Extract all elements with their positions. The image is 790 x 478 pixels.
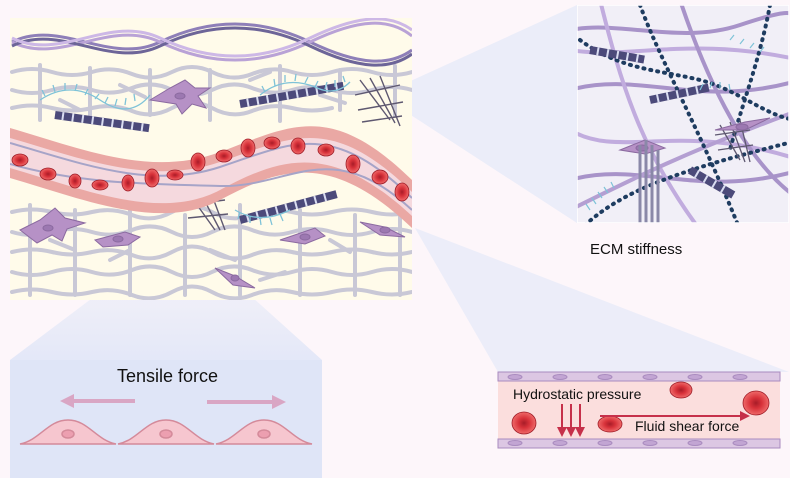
shear-red-blood-cells — [511, 381, 770, 435]
ecm-stiffness-label: ECM stiffness — [590, 241, 683, 258]
hydrostatic-pressure-arrows — [557, 404, 585, 437]
hydrostatic-pressure-label: Hydrostatic pressure — [513, 386, 642, 402]
zoom-striated-fibers — [589, 46, 736, 199]
ecm-mesh — [10, 63, 412, 300]
tensile-arrow-left — [60, 394, 135, 408]
endothelium-top — [497, 371, 781, 382]
stiffness-pillar — [638, 140, 660, 223]
endothelium-bottom — [497, 438, 781, 449]
tensile-force-label: Tensile force — [117, 366, 219, 386]
ecm-callout-projection — [380, 5, 577, 223]
crosslinked-mesh — [184, 75, 404, 231]
shear-arrow — [600, 411, 750, 421]
stretched-cells — [19, 419, 313, 445]
red-blood-cells — [11, 136, 410, 202]
proteoglycans — [39, 73, 351, 226]
ecm-zoom-panel — [577, 5, 789, 223]
tensile-panel — [10, 360, 322, 478]
collagen-helix — [11, 18, 412, 67]
fibroblast-cells — [19, 79, 406, 289]
shear-panel — [497, 371, 781, 449]
shear-callout-projection — [415, 228, 789, 372]
tensile-arrow-right — [207, 395, 286, 409]
fluid-shear-force-label: Fluid shear force — [635, 418, 740, 434]
tissue-panel — [10, 18, 412, 300]
